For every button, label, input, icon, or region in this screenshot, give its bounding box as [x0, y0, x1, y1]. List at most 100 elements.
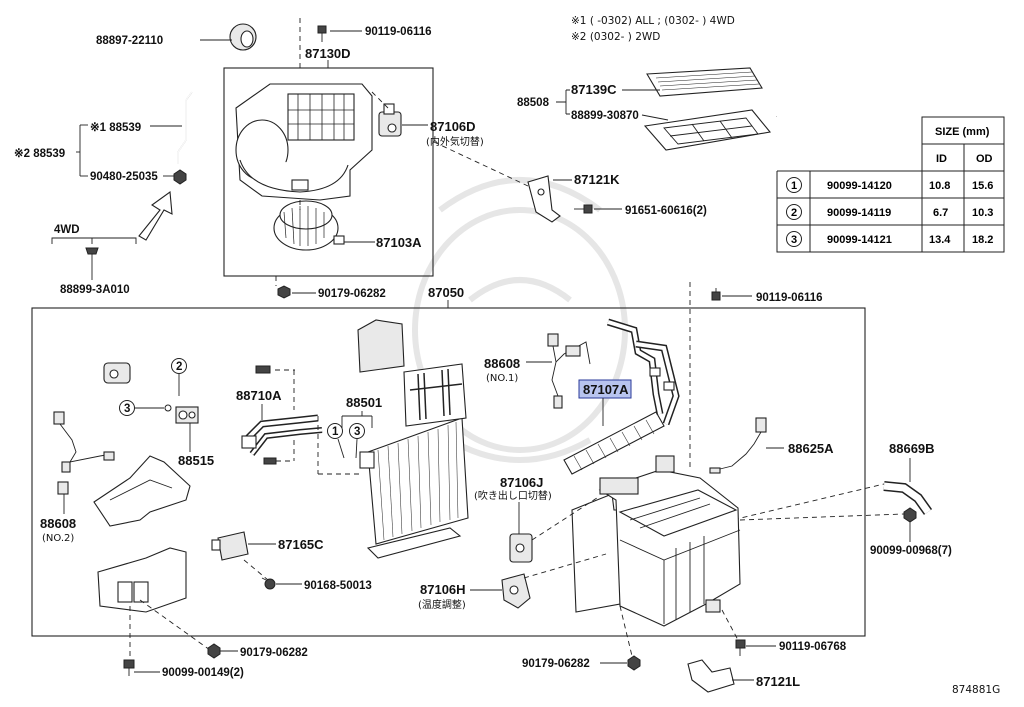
- screw-90168-part: [261, 577, 276, 590]
- table-col-od: OD: [976, 153, 993, 165]
- label-90119-06768[interactable]: 90119-06768: [779, 641, 847, 653]
- nut-90179-lower-right: [627, 655, 641, 671]
- highlight-87107A: [578, 379, 632, 399]
- note-2: ※2 (0302- ) 2WD: [571, 31, 660, 43]
- servo-87106J-part: [509, 533, 533, 563]
- heater-case-part: [571, 455, 741, 627]
- servo-87106H-part: [501, 573, 531, 609]
- table-row-od: 18.2: [972, 234, 993, 246]
- table-row-id: 6.7: [933, 207, 948, 219]
- label-90099-00149[interactable]: 90099-00149(2): [162, 667, 244, 679]
- filter-frame-88899-30870-part: [643, 109, 772, 151]
- label-90179-06282-lower-right[interactable]: 90179-06282: [522, 658, 590, 670]
- label-88897-22110[interactable]: 88897-22110: [96, 35, 163, 47]
- filter-87139C-part: [646, 67, 763, 97]
- insulator-pad-lower-part: [97, 547, 187, 613]
- drawing-id: 874881G: [952, 684, 1000, 696]
- seal-part: [229, 23, 257, 51]
- bolt-90119-right: [711, 288, 721, 301]
- insulator-sheet-part: [357, 319, 467, 427]
- label-88710A[interactable]: 88710A: [236, 388, 282, 403]
- label-88539-note1[interactable]: ※1 88539: [90, 121, 141, 134]
- nut-90179-lower-left: [207, 643, 221, 659]
- label-90119-06116-right[interactable]: 90119-06116: [756, 292, 823, 304]
- bracket-87121L-part: [687, 659, 735, 693]
- label-88501[interactable]: 88501: [346, 395, 382, 410]
- nut-90179-upper: [277, 285, 291, 299]
- label-88539-note2[interactable]: ※2 88539: [14, 147, 65, 160]
- module-87165C-part: [211, 531, 249, 561]
- label-87106D-desc: (内外気切替): [426, 135, 484, 148]
- heater-core-87107A-part: [563, 318, 680, 475]
- wire-88608-no2-part: [53, 411, 115, 495]
- label-87121L[interactable]: 87121L: [756, 674, 800, 689]
- sensor-88625A-part: [709, 417, 767, 474]
- label-88899-30870[interactable]: 88899-30870: [571, 110, 639, 122]
- expansion-valve-88515-part: [175, 406, 199, 424]
- actuator-small-part: [103, 362, 131, 384]
- pipe-88710A-part: [241, 365, 323, 465]
- blower-case-part: [235, 83, 373, 201]
- drain-hose-88669B-part: [883, 481, 933, 515]
- table-row-no: 1: [791, 180, 797, 192]
- clip-88899-3A010-part: [85, 247, 99, 255]
- callout-1-circle: [327, 423, 343, 439]
- label-87050[interactable]: 87050: [428, 285, 464, 300]
- label-87106J[interactable]: 87106J: [500, 475, 543, 490]
- label-91651-60616[interactable]: 91651-60616(2): [625, 205, 707, 217]
- direction-arrow-icon: [138, 190, 173, 241]
- label-87103A[interactable]: 87103A: [376, 235, 422, 250]
- label-90119-06116-top[interactable]: 90119-06116: [365, 26, 432, 38]
- label-88508[interactable]: 88508: [517, 97, 550, 109]
- callout-1[interactable]: 1: [332, 426, 339, 438]
- label-90480-25035[interactable]: 90480-25035: [90, 171, 158, 183]
- table-row-no: 2: [791, 207, 797, 219]
- label-88515[interactable]: 88515: [178, 453, 214, 468]
- blower-group-frame: [223, 67, 434, 277]
- label-87130D[interactable]: 87130D: [305, 46, 351, 61]
- label-90168-50013[interactable]: 90168-50013: [304, 580, 372, 592]
- label-90179-06282-upper[interactable]: 90179-06282: [318, 288, 386, 300]
- label-88899-3A010[interactable]: 88899-3A010: [60, 284, 130, 296]
- label-88608-no1[interactable]: 88608: [484, 356, 520, 371]
- label-87106J-desc: (吹き出し口切替): [474, 489, 552, 502]
- table-row-part[interactable]: 90099-14120: [827, 180, 892, 192]
- label-87165C[interactable]: 87165C: [278, 537, 324, 552]
- evaporator-part: [359, 417, 469, 559]
- bolt-90119-06768-part: [735, 639, 746, 656]
- label-87107A[interactable]: 87107A: [583, 382, 629, 397]
- label-88625A[interactable]: 88625A: [788, 441, 834, 456]
- label-4wd[interactable]: 4WD: [54, 224, 80, 236]
- main-unit-frame: [31, 307, 866, 637]
- table-row-part[interactable]: 90099-14121: [827, 234, 892, 246]
- insulator-pad-upper-part: [93, 455, 191, 527]
- callout-2-circle: [171, 358, 187, 374]
- bolt-91651-part: [574, 204, 593, 214]
- label-87106D[interactable]: 87106D: [430, 119, 476, 134]
- callout-3b[interactable]: 3: [354, 426, 360, 438]
- table-row-no: 3: [791, 234, 797, 246]
- wire-88608-no1-part: [547, 333, 591, 409]
- bracket-87121K-part: [527, 175, 561, 223]
- label-87121K[interactable]: 87121K: [574, 172, 620, 187]
- table-row-id: 13.4: [929, 234, 951, 246]
- label-88669B[interactable]: 88669B: [889, 441, 935, 456]
- label-87106H[interactable]: 87106H: [420, 582, 466, 597]
- table-row-od: 15.6: [972, 180, 993, 192]
- callout-2[interactable]: 2: [176, 361, 182, 373]
- label-90099-00968[interactable]: 90099-00968(7): [870, 545, 952, 557]
- screw-90099-00149-part: [123, 659, 135, 676]
- label-87139C[interactable]: 87139C: [571, 82, 617, 97]
- drain-hose-88539-part: [173, 91, 205, 185]
- label-88608-no2[interactable]: 88608: [40, 516, 76, 531]
- table-row-part[interactable]: 90099-14119: [827, 207, 891, 219]
- note-1: ※1 ( -0302) ALL ; (0302- ) 4WD: [571, 15, 735, 27]
- table-row-id: 10.8: [929, 180, 950, 192]
- servo-87106D-part: [378, 103, 402, 137]
- screw-90099-00968-part: [903, 507, 917, 530]
- callout-3[interactable]: 3: [124, 403, 130, 415]
- label-88608-no1-desc: (NO.1): [486, 373, 518, 384]
- blower-motor-87103A-part: [273, 200, 345, 251]
- label-90179-06282-lower-left[interactable]: 90179-06282: [240, 647, 308, 659]
